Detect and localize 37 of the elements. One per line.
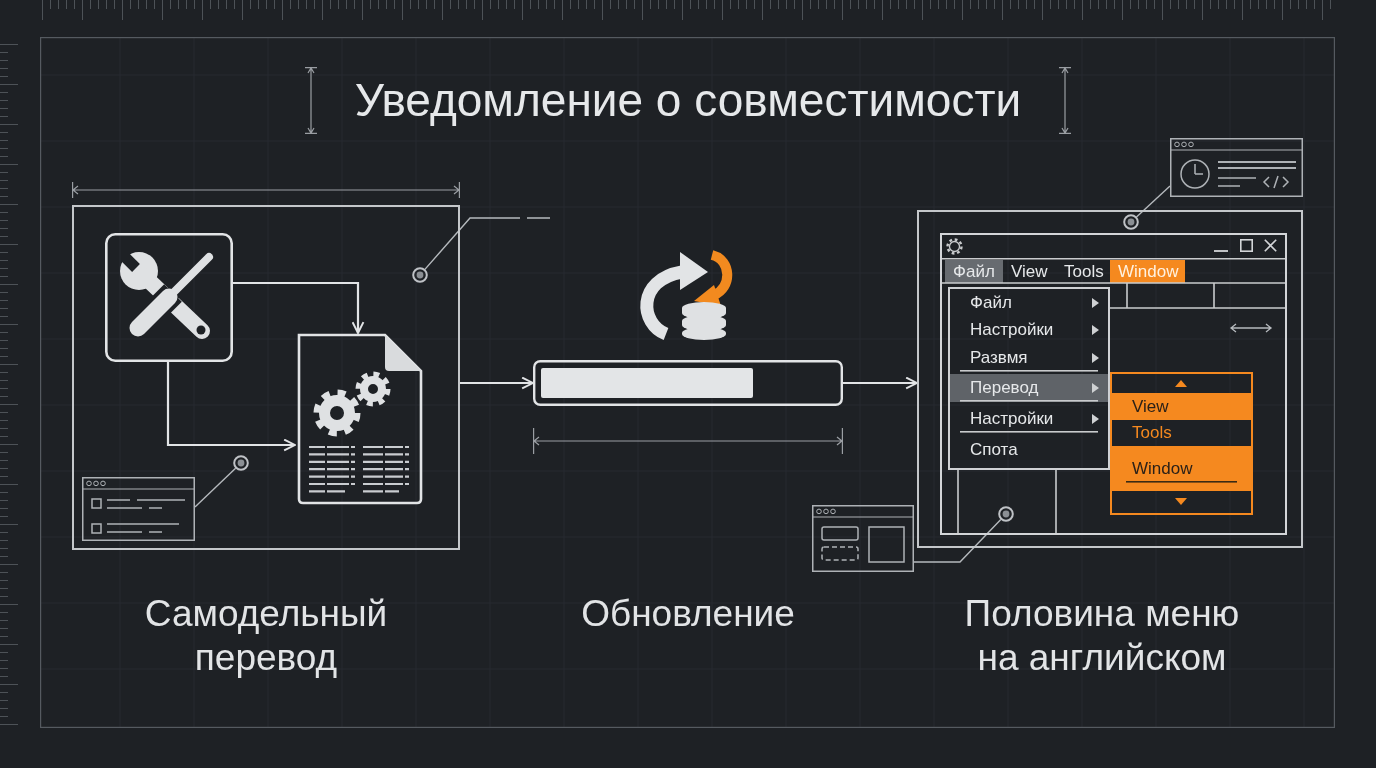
- leader-line: [913, 518, 1002, 563]
- leader-line: [194, 467, 237, 508]
- document-gears-icon: [295, 333, 423, 505]
- stage-caption: Самодельный перевод: [143, 592, 389, 680]
- stage-panel: [72, 205, 460, 550]
- dropdown-menu: [948, 287, 1110, 470]
- menu-item: View: [1010, 261, 1049, 283]
- stage-panel: [917, 210, 1303, 548]
- stage-caption: Обновление: [580, 592, 796, 636]
- menu-item: View: [1112, 393, 1251, 420]
- menu-item: Window: [1110, 260, 1185, 283]
- leader-line: [1135, 185, 1171, 218]
- menu-item: Tools: [1063, 261, 1105, 283]
- window-sketch-icon: [1170, 138, 1303, 197]
- menu-item: Файл: [945, 260, 1003, 283]
- menu-item: Window: [1112, 446, 1251, 491]
- diagram-title: Уведомление о совместимости: [354, 73, 1022, 128]
- menu-item: Спота: [970, 439, 1018, 461]
- callout-dot-icon: [1123, 214, 1139, 230]
- submenu: [1110, 372, 1253, 515]
- arrow: [233, 281, 365, 334]
- menu-item: Файл: [950, 290, 1108, 316]
- arrow: [460, 376, 534, 390]
- window-sketch-icon: [82, 477, 195, 541]
- menu-item: Настройки: [950, 317, 1108, 343]
- leader-line: [424, 217, 551, 271]
- callout-dot-icon: [998, 506, 1014, 522]
- wrench-screwdriver-icon: [105, 233, 233, 362]
- arrow: [166, 362, 296, 452]
- callout-dot-icon: [412, 267, 428, 283]
- stage-caption: Половина меню на английском: [963, 592, 1241, 680]
- callout-dot-icon: [233, 455, 249, 471]
- menu-item: Tools: [1132, 422, 1172, 444]
- progress-bar: [533, 360, 843, 406]
- arrow: [843, 376, 918, 390]
- window-sketch-icon: [812, 505, 914, 572]
- menu-item: Перевод: [950, 374, 1108, 402]
